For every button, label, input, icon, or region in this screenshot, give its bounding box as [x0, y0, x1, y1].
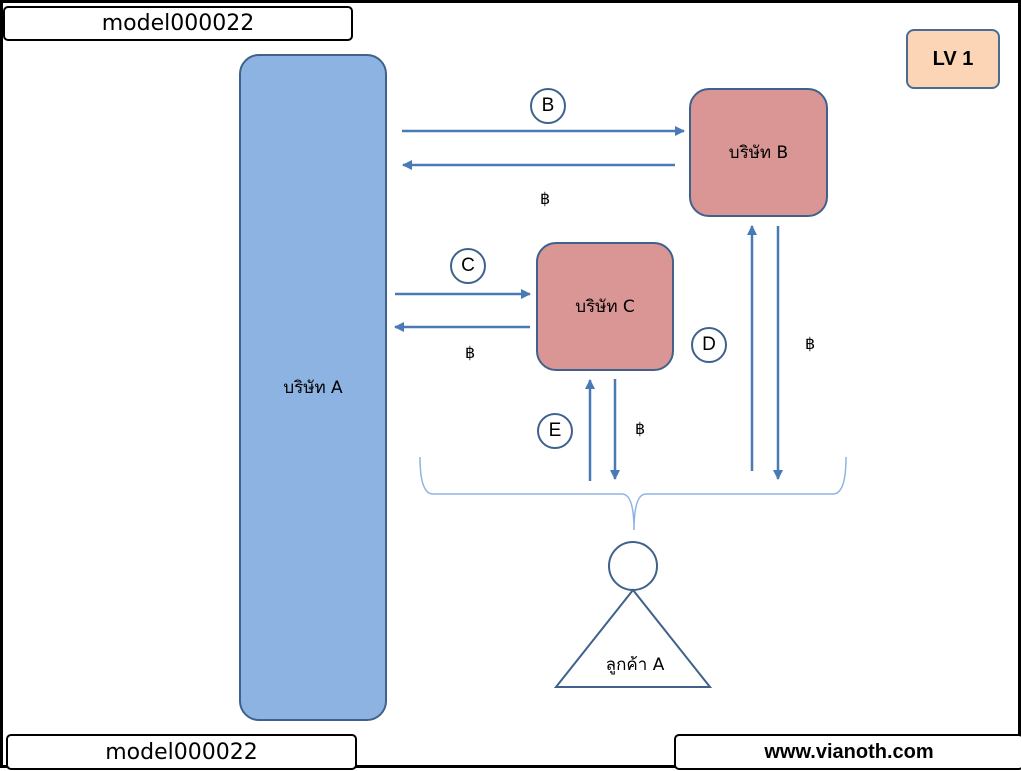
model-label-bottom: model000022 [6, 734, 357, 770]
company-c-box: บริษัท C [536, 242, 674, 371]
money-symbol-b: ฿ [540, 189, 551, 208]
model-label-top: model000022 [3, 6, 353, 41]
company-c-label: บริษัท C [575, 297, 635, 317]
money-symbol-d: ฿ [805, 334, 816, 353]
flow-d-marker: D [691, 327, 727, 363]
level-badge: LV 1 [906, 29, 1000, 89]
flow-arrows [394, 126, 847, 688]
money-symbol-e: ฿ [635, 419, 646, 438]
flow-b-marker: B [530, 88, 566, 124]
customer-head [608, 541, 658, 591]
flow-e-marker: E [537, 413, 573, 449]
customer-brace [419, 456, 847, 531]
company-b-label: บริษัท B [728, 143, 789, 163]
customer-label: ลูกค้า A [605, 655, 665, 675]
flow-c-marker: C [450, 248, 486, 284]
company-a-box: บริษัท A [239, 54, 387, 721]
customer-body [553, 588, 713, 688]
company-b-box: บริษัท B [689, 88, 828, 217]
website-label[interactable]: www.vianoth.com [674, 734, 1021, 770]
money-symbol-c: ฿ [465, 343, 476, 362]
company-a-label: บริษัท A [283, 378, 343, 398]
